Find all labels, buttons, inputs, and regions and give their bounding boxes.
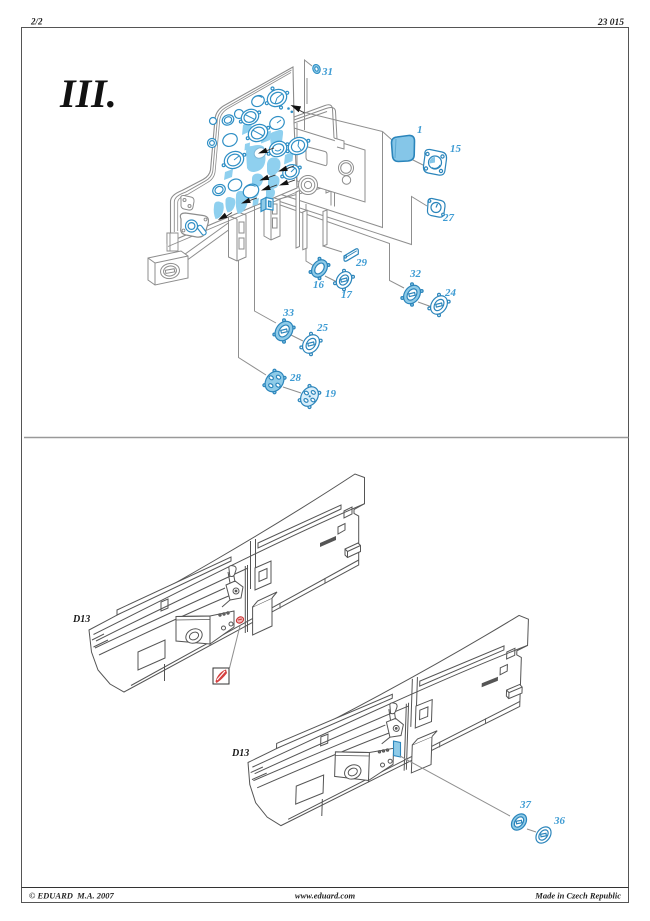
svg-text:15: 15 (450, 143, 462, 155)
svg-text:32: 32 (409, 268, 422, 280)
svg-text:25: 25 (316, 322, 329, 334)
svg-text:28: 28 (289, 372, 302, 384)
svg-text:Made in Czech Republic: Made in Czech Republic (534, 891, 621, 901)
svg-text:www.eduard.com: www.eduard.com (295, 891, 356, 901)
svg-text:1: 1 (417, 124, 423, 136)
svg-text:© EDUARD M.A. 2007: © EDUARD M.A. 2007 (29, 891, 115, 901)
svg-text:2/2: 2/2 (30, 17, 43, 27)
svg-text:16: 16 (313, 279, 325, 291)
svg-text:29: 29 (355, 257, 368, 269)
svg-text:36: 36 (553, 815, 566, 827)
svg-text:24: 24 (444, 287, 457, 299)
svg-text:19: 19 (325, 388, 337, 400)
svg-text:27: 27 (442, 212, 455, 224)
svg-text:33: 33 (282, 307, 295, 319)
svg-text:37: 37 (519, 799, 532, 811)
svg-text:17: 17 (341, 289, 353, 301)
svg-text:31: 31 (321, 66, 333, 78)
svg-text:III.: III. (59, 71, 117, 116)
svg-text:D13: D13 (231, 748, 249, 759)
svg-text:23 015: 23 015 (597, 18, 624, 28)
svg-text:D13: D13 (72, 614, 90, 625)
